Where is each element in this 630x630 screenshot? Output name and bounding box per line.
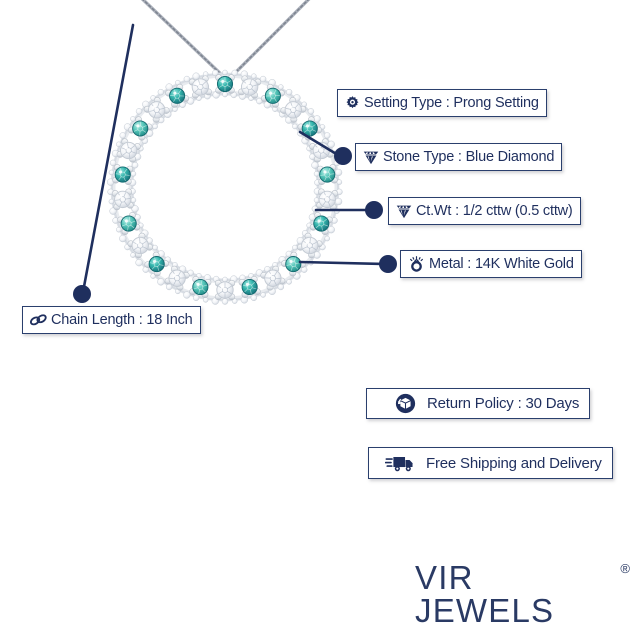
chain-link-icon	[29, 312, 48, 328]
callout-metal-label: Metal : 14K White Gold	[429, 255, 574, 272]
leader-line-stone	[298, 130, 340, 157]
diamond-icon	[362, 149, 380, 166]
registered-trademark-icon: ®	[620, 561, 630, 576]
leader-dot-ctwt	[365, 201, 383, 219]
ring-sparkle-icon	[407, 255, 426, 274]
delivery-truck-icon	[385, 453, 415, 473]
leader-dot-stone	[334, 147, 352, 165]
leader-line-chain	[81, 23, 135, 294]
callout-setting-type[interactable]: Setting Type : Prong Setting	[337, 89, 547, 117]
leader-dot-metal	[379, 255, 397, 273]
badge-free-shipping-label: Free Shipping and Delivery	[426, 454, 602, 472]
callout-chain-length-label: Chain Length : 18 Inch	[51, 311, 193, 328]
callout-metal[interactable]: Metal : 14K White Gold	[400, 250, 582, 278]
leader-line-metal	[298, 260, 387, 266]
brand-name: VIR JEWELS	[415, 559, 555, 629]
callout-carat-weight-label: Ct.Wt : 1/2 cttw (0.5 cttw)	[416, 202, 573, 219]
callout-chain-length[interactable]: Chain Length : 18 Inch	[22, 306, 201, 334]
badge-free-shipping[interactable]: Free Shipping and Delivery	[368, 447, 613, 479]
badge-return-policy[interactable]: Return Policy : 30 Days	[366, 388, 591, 419]
callout-setting-type-label: Setting Type : Prong Setting	[364, 94, 539, 111]
callout-carat-weight[interactable]: Ct.Wt : 1/2 cttw (0.5 cttw)	[388, 197, 581, 225]
gear-icon	[344, 95, 361, 112]
leader-dot-chain	[73, 285, 91, 303]
badge-return-policy-label: Return Policy : 30 Days	[427, 395, 580, 412]
callout-stone-type-label: Stone Type : Blue Diamond	[383, 148, 555, 165]
diamond-icon	[395, 203, 413, 220]
callout-stone-type[interactable]: Stone Type : Blue Diamond	[355, 143, 563, 171]
return-box-icon	[395, 393, 416, 414]
brand-logo: VIR JEWELS ®	[415, 561, 630, 627]
